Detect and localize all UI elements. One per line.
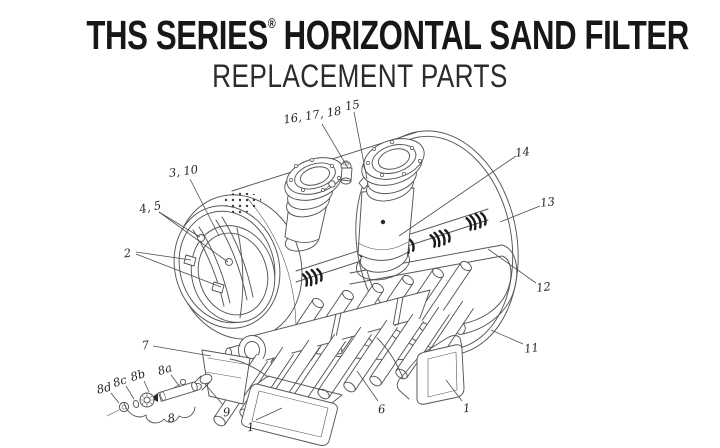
callout-9: 9	[222, 405, 231, 420]
leader-line-8c	[125, 385, 135, 400]
page-title: THS SERIES® HORIZONTAL SAND FILTER	[86, 12, 689, 58]
leader-line-2	[135, 251, 192, 261]
callout-8a: 8a	[156, 360, 174, 378]
lid-clamp-lug-1	[183, 254, 197, 267]
leader-line-7	[152, 345, 212, 357]
registered-trademark-symbol: ®	[267, 15, 276, 31]
callout-13: 13	[539, 194, 555, 210]
ball-cap	[118, 401, 130, 413]
squiggle-bracket	[123, 402, 196, 424]
callout-7: 7	[141, 338, 151, 353]
leader-line-11	[490, 329, 524, 345]
callout-8c: 8c	[111, 372, 129, 390]
callout-11: 11	[523, 340, 539, 356]
leader-line-8d	[110, 392, 120, 404]
callout-14: 14	[514, 144, 530, 160]
base-skid-left	[229, 358, 343, 446]
callout-6: 6	[377, 402, 386, 417]
callout-1-right: 1	[462, 401, 471, 416]
washer	[132, 399, 140, 409]
leader-line-9	[204, 383, 224, 406]
leader-line-6	[356, 370, 379, 402]
leader-line-4-5	[158, 211, 201, 238]
left-port	[284, 157, 344, 252]
callout-8b: 8b	[129, 366, 147, 384]
leader-line-1-right	[445, 379, 463, 402]
title-prefix: THS SERIES	[86, 12, 268, 58]
vent-screen-texture	[222, 192, 262, 215]
sight-glass-fitting	[323, 160, 353, 191]
callout-15: 15	[344, 97, 361, 113]
right-port-flange	[363, 138, 425, 180]
leader-line-14	[398, 155, 517, 237]
leader-line-8b	[143, 380, 150, 393]
leader-line-15	[353, 111, 368, 180]
base-skid-right	[376, 335, 465, 405]
sight-glass-parts	[106, 381, 198, 424]
lid-knob-2	[225, 258, 233, 266]
leader-line-12	[487, 248, 537, 284]
leader-line-3-10	[189, 178, 220, 237]
callout-8d: 8d	[95, 380, 113, 397]
callout-12: 12	[535, 279, 551, 295]
tube-tip	[151, 393, 158, 402]
title-suffix: HORIZONTAL SAND FILTER	[275, 12, 690, 58]
leader-line-13	[499, 205, 541, 223]
callout-3-10: 3, 10	[168, 162, 199, 180]
manhole-closure	[173, 192, 303, 340]
callout-1-left: 1	[246, 420, 255, 435]
sight-tube	[158, 381, 198, 402]
leader-line-8a	[170, 374, 181, 388]
leader-line-2	[135, 253, 222, 288]
leader-line-16-17-18	[321, 123, 349, 169]
lid-crossbar-2	[215, 216, 254, 301]
callout-16-17-18: 16, 17, 18	[282, 104, 342, 127]
page-header: THS SERIES® HORIZONTAL SAND FILTER REPLA…	[0, 12, 720, 95]
callout-4-5: 4, 5	[137, 198, 162, 216]
callout-8: 8	[166, 411, 176, 426]
leader-line-4-5	[158, 211, 229, 263]
page-subtitle: REPLACEMENT PARTS	[212, 58, 508, 95]
callout-2: 2	[122, 246, 132, 261]
right-port	[356, 138, 425, 281]
pedestal-bracket	[171, 349, 251, 405]
drain-fitting	[199, 373, 213, 385]
leader-line-1-left	[255, 407, 283, 421]
lid-crossbar-1	[192, 226, 231, 307]
